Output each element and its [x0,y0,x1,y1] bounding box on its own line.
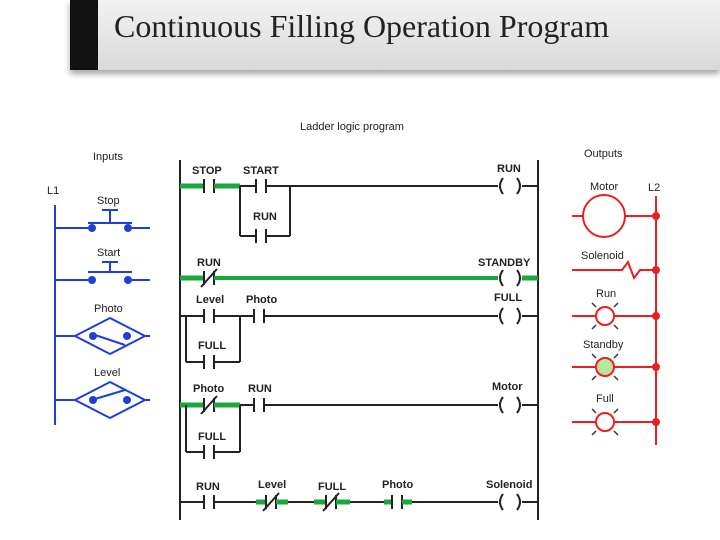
output-label-solenoid: Solenoid [581,250,624,262]
rung1-run-seal-label: RUN [253,211,277,223]
full-lamp-icon [572,408,660,436]
rung-4 [180,395,538,459]
solenoid-icon [572,259,660,281]
rung3-level-label: Level [196,294,224,306]
rung-5 [180,492,538,512]
title-accent [70,0,98,70]
run-lamp-icon [572,302,660,330]
outputs-panel [572,194,660,445]
rung4-run-label: RUN [248,383,272,395]
rung5-photo-label: Photo [382,479,413,491]
title-bar [70,0,720,70]
input-label-photo: Photo [94,303,123,315]
rung4-photo-label: Photo [193,383,224,395]
rung1-run-coil-label: RUN [497,163,521,175]
rung5-run-label: RUN [196,481,220,493]
standby-lamp-icon [572,353,660,381]
rung-3 [180,307,538,369]
rung5-level-label: Level [258,479,286,491]
level-sensor-icon [55,380,150,420]
rung3-full-coil-label: FULL [494,292,522,304]
output-label-standby: Standby [583,339,624,351]
input-label-level: Level [94,367,120,379]
output-label-full: Full [596,393,614,405]
l1-rail-label: L1 [47,185,59,197]
stop-pushbutton-icon [55,209,150,232]
motor-icon [572,194,660,238]
photo-sensor-icon [55,316,150,356]
inputs-heading: Inputs [93,151,123,163]
rung3-photo-label: Photo [246,294,277,306]
rung5-full-label: FULL [318,481,346,493]
start-pushbutton-icon [55,261,150,284]
output-label-run: Run [596,288,616,300]
ladder-heading: Ladder logic program [300,121,404,133]
inputs-panel [54,205,150,425]
ladder-rails [179,160,539,520]
slide-title: Continuous Filling Operation Program [114,8,610,44]
outputs-heading: Outputs [584,148,623,160]
rung-2 [180,268,538,288]
l2-rail-label: L2 [648,182,660,194]
rung1-stop-label: STOP [192,165,222,177]
output-label-motor: Motor [590,181,618,193]
input-label-stop: Stop [97,195,120,207]
rung3-full-seal-label: FULL [198,340,226,352]
rung4-full-label: FULL [198,431,226,443]
input-label-start: Start [97,247,120,259]
rung4-motor-coil-label: Motor [492,381,523,393]
rung2-standby-coil-label: STANDBY [478,257,531,269]
rung2-run-label: RUN [197,257,221,269]
rung5-solenoid-coil-label: Solenoid [486,479,532,491]
rung1-start-label: START [243,165,279,177]
rung-1 [180,177,538,243]
